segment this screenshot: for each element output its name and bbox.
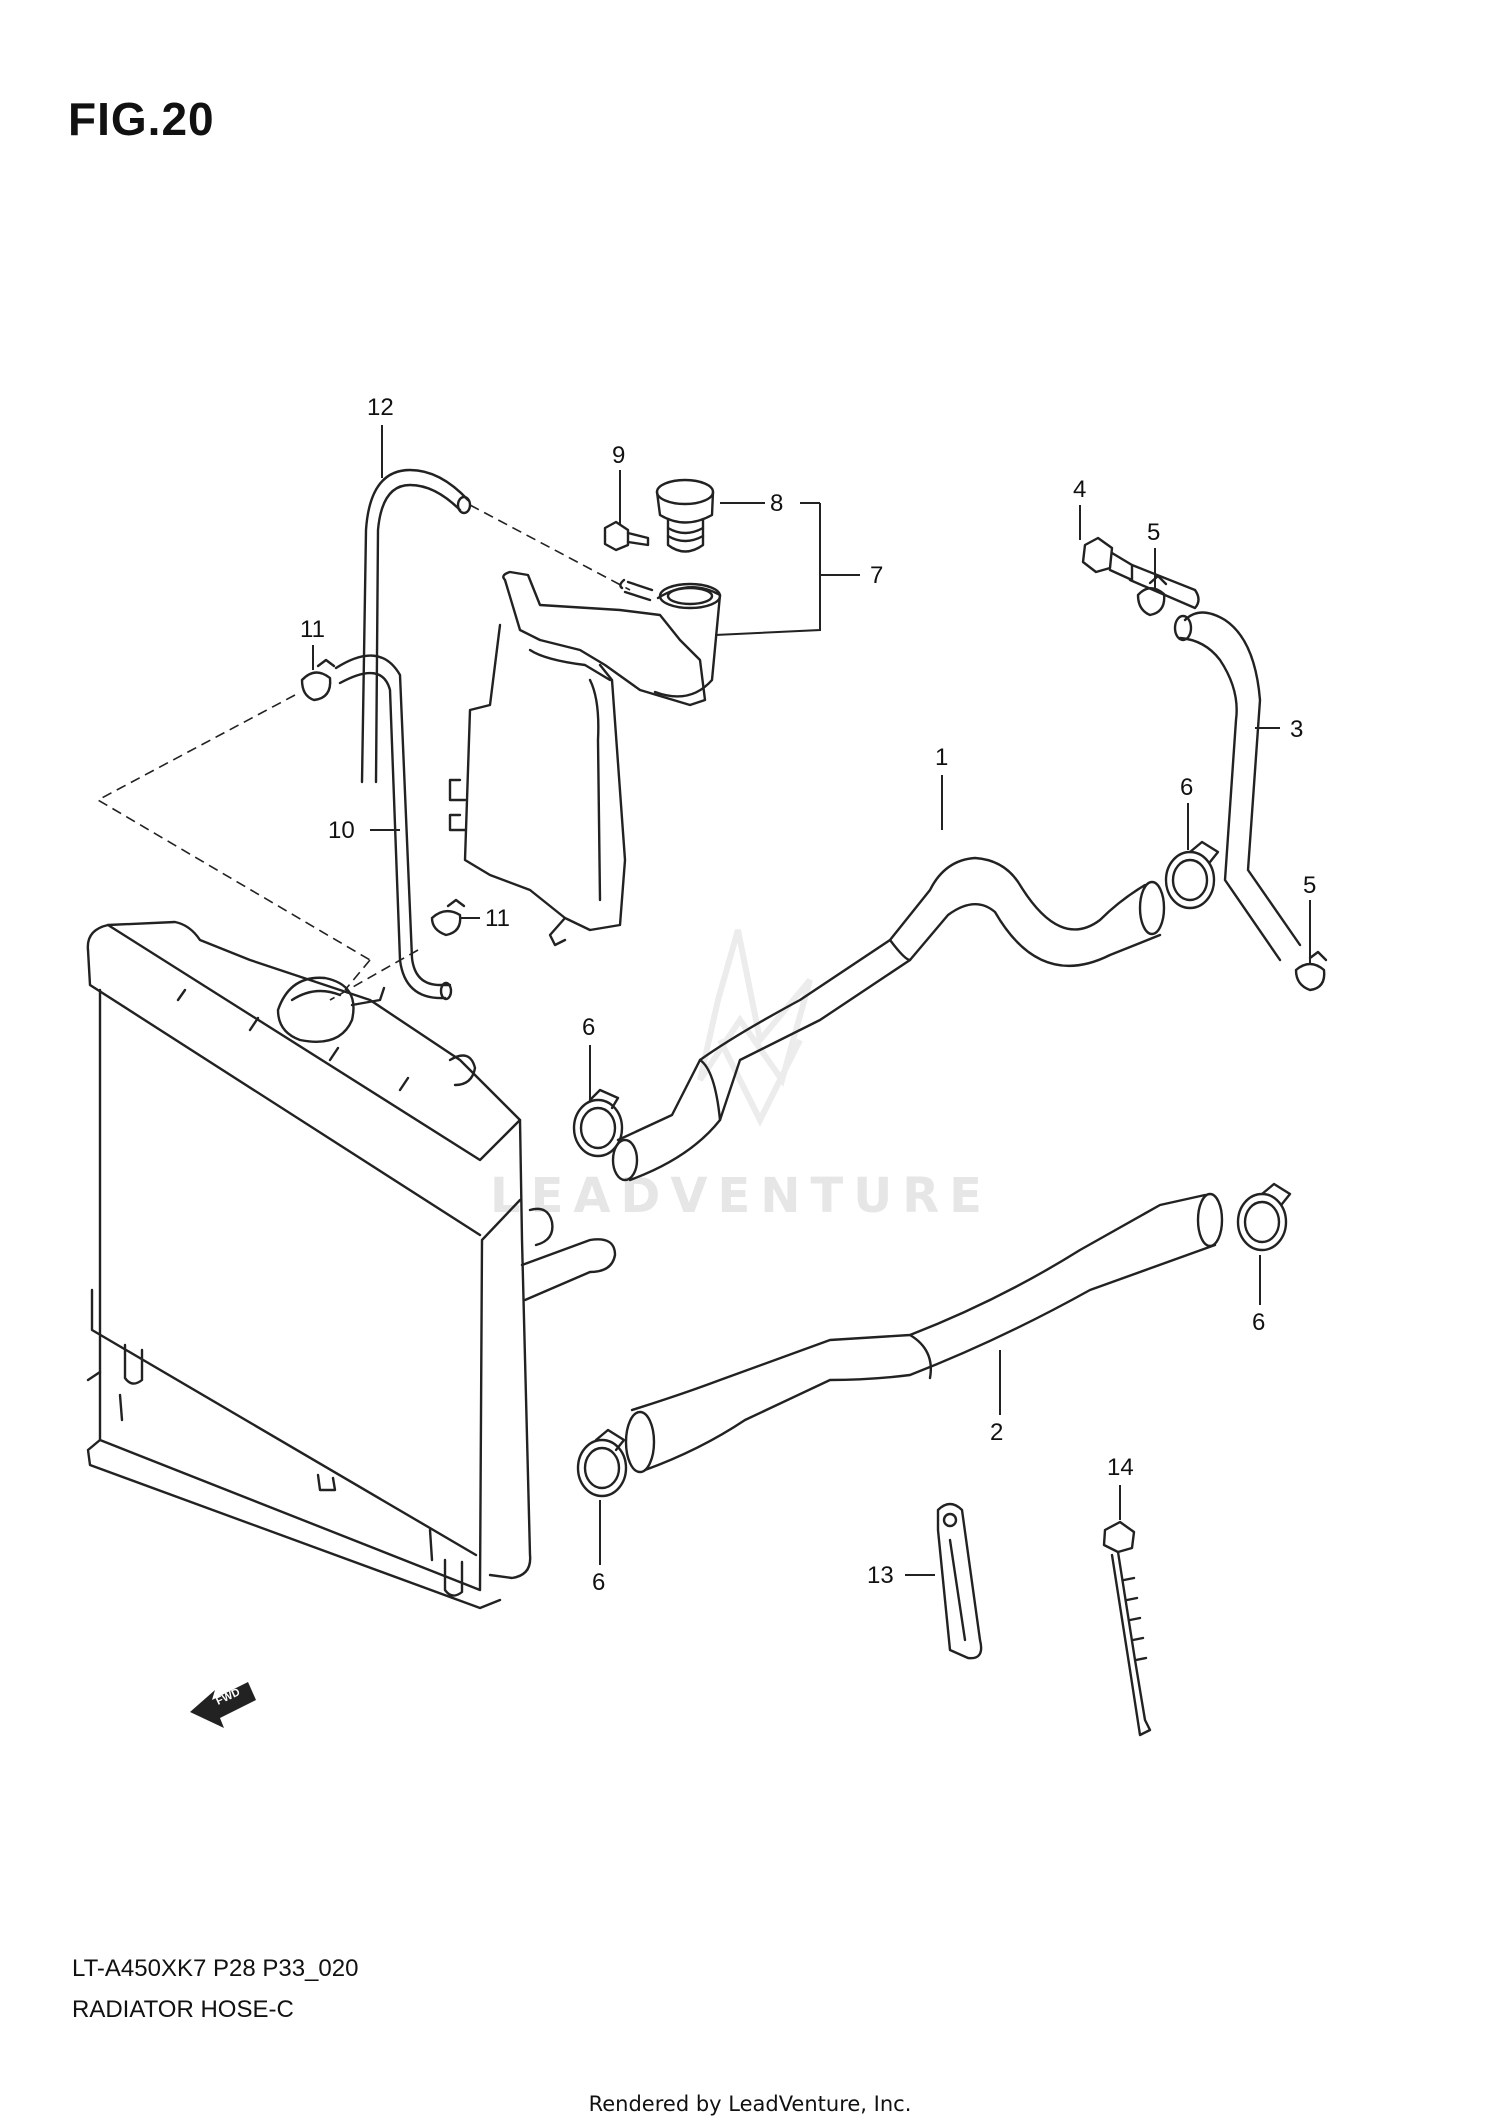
part-10-hose [334,654,453,1001]
model-code: LT-A450XK7 P28 P33_020 [72,1955,359,1982]
part-13-holder [936,1502,983,1660]
part-label-6-lower-right: 6 [1252,1309,1265,1336]
radiator [86,920,617,1610]
part-6-clamp-upper-right [1164,840,1220,910]
part-12-hose [360,468,472,784]
part-label-6-lower-left: 6 [592,1569,605,1596]
part-label-3: 3 [1290,716,1303,743]
part-11-clip-lower [430,898,466,937]
forward-arrow-icon: FWD [190,1682,256,1728]
leader-7-bracket [714,503,860,636]
part-label-9: 9 [612,442,625,469]
dashed-leader-hose-to-cap [329,949,419,1001]
part-4-fitting [1081,536,1200,610]
part-label-5-lower: 5 [1303,872,1316,899]
part-8-cap [655,478,715,553]
diagram-name: RADIATOR HOSE-C [72,1996,294,2023]
dashed-leader-clip-to-radiator [96,694,371,991]
part-6-clamp-lower-right [1236,1182,1292,1252]
part-1-upper-hose [611,856,1166,1182]
part-6-clamp-upper-left [572,1088,624,1158]
part-11-clip-upper [300,658,336,702]
dashed-leader-12-to-tank [469,504,631,591]
part-label-1: 1 [935,744,948,771]
part-label-7: 7 [870,562,883,589]
render-credit: Rendered by LeadVenture, Inc. [588,2092,912,2116]
part-label-13: 13 [867,1562,894,1589]
part-6-clamp-lower-left [576,1428,628,1498]
part-label-12: 12 [367,394,394,421]
part-label-14: 14 [1107,1454,1134,1481]
part-14-cable-tie [1102,1520,1152,1737]
part-9-bolt [603,520,650,552]
part-label-10: 10 [328,817,355,844]
figure-title: FIG.20 [68,93,215,145]
part-5-clamp-upper [1136,574,1168,617]
part-label-11-lower: 11 [485,905,510,932]
part-label-4: 4 [1073,476,1086,503]
part-label-5-upper: 5 [1147,519,1160,546]
reservoir-tank [448,570,722,947]
watermark-text: LEADVENTURE [490,1168,992,1224]
part-label-6-upper-left: 6 [582,1014,595,1041]
part-2-lower-hose [624,1192,1224,1474]
part-3-hose [1173,611,1302,962]
part-label-8: 8 [770,490,783,517]
part-label-6-upper-right: 6 [1180,774,1193,801]
part-label-2: 2 [990,1419,1003,1446]
part-label-11-upper: 11 [300,616,325,643]
